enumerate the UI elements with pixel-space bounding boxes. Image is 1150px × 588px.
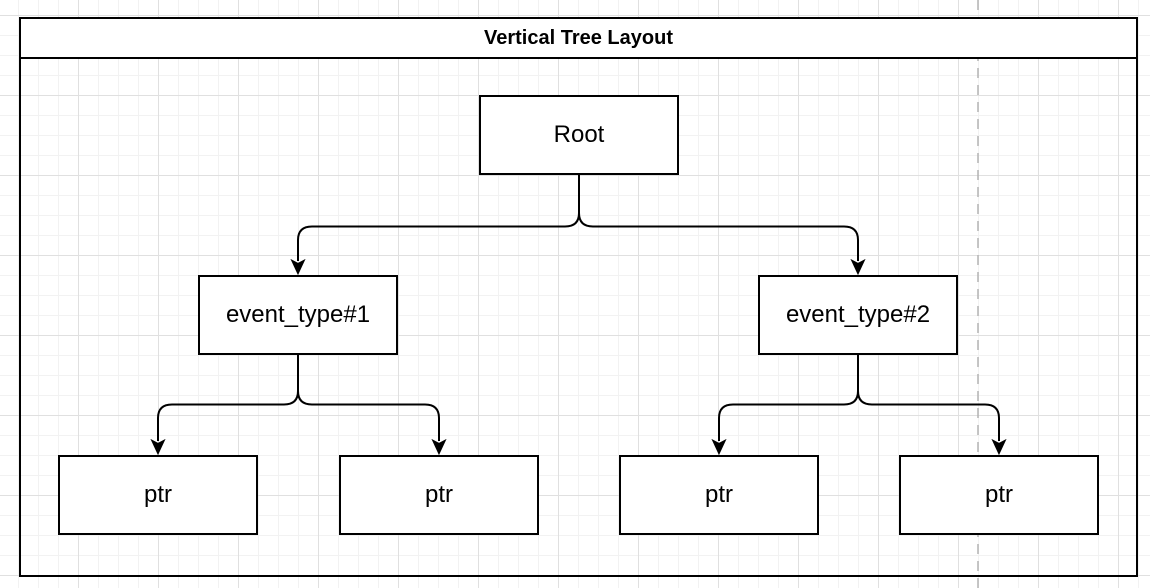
node-event-type-2[interactable]: event_type#2 bbox=[758, 275, 958, 355]
node-label: ptr bbox=[424, 481, 453, 508]
node-event-type-1[interactable]: event_type#1 bbox=[198, 275, 398, 355]
edge-event-type-2-to-ptr-4[interactable] bbox=[857, 355, 1007, 456]
node-label: ptr bbox=[143, 481, 172, 508]
node-label: Root bbox=[553, 121, 605, 148]
edge-root-to-event-type-1[interactable] bbox=[290, 175, 580, 276]
edge-root-to-event-type-1-line[interactable] bbox=[297, 175, 580, 261]
arrowhead-down-icon bbox=[991, 438, 1007, 456]
edge-root-to-event-type-2-line[interactable] bbox=[578, 175, 859, 261]
edge-event-type-2-to-ptr-3[interactable] bbox=[711, 355, 859, 456]
node-ptr-2[interactable]: ptr bbox=[339, 455, 539, 535]
edge-event-type-2-to-ptr-4-line[interactable] bbox=[857, 355, 1000, 441]
node-ptr-3[interactable]: ptr bbox=[619, 455, 819, 535]
node-label: event_type#2 bbox=[785, 301, 931, 328]
arrowhead-down-icon bbox=[290, 258, 306, 276]
edge-event-type-2-to-ptr-3-line[interactable] bbox=[718, 355, 859, 441]
node-root[interactable]: Root bbox=[479, 95, 679, 175]
arrowhead-down-icon bbox=[431, 438, 447, 456]
node-label: ptr bbox=[704, 481, 733, 508]
node-ptr-4[interactable]: ptr bbox=[899, 455, 1099, 535]
diagram-title: Vertical Tree Layout bbox=[484, 26, 673, 49]
edge-event-type-1-to-ptr-2-line[interactable] bbox=[297, 355, 440, 441]
container-title-bar[interactable]: Vertical Tree Layout bbox=[19, 17, 1138, 59]
arrowhead-down-icon bbox=[711, 438, 727, 456]
edge-event-type-1-to-ptr-1[interactable] bbox=[150, 355, 299, 456]
node-ptr-1[interactable]: ptr bbox=[58, 455, 258, 535]
edge-event-type-1-to-ptr-1-line[interactable] bbox=[157, 355, 299, 441]
edge-root-to-event-type-2[interactable] bbox=[578, 175, 866, 276]
node-label: ptr bbox=[984, 481, 1013, 508]
edge-event-type-1-to-ptr-2[interactable] bbox=[297, 355, 447, 456]
arrowhead-down-icon bbox=[850, 258, 866, 276]
node-label: event_type#1 bbox=[225, 301, 371, 328]
arrowhead-down-icon bbox=[150, 438, 166, 456]
